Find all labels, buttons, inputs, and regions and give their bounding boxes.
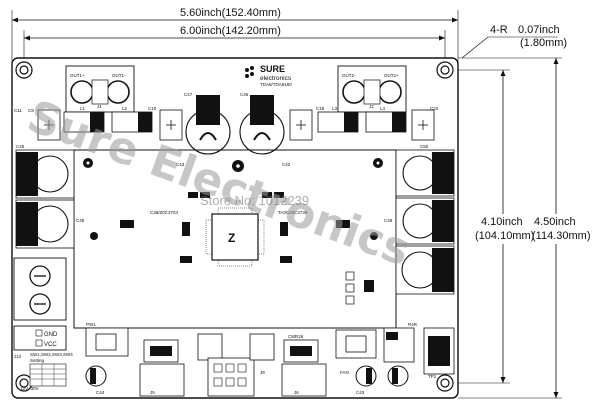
svg-text:C9: C9 <box>28 108 34 113</box>
svg-text:OUT1-: OUT1- <box>112 73 126 78</box>
power-terminal-left <box>13 257 67 321</box>
disc-markers <box>83 158 383 240</box>
smd-parts <box>120 192 374 305</box>
svg-text:OUT1+: OUT1+ <box>70 73 85 78</box>
svg-text:C10: C10 <box>148 106 157 111</box>
svg-text:Setting: Setting <box>30 358 45 363</box>
svg-text:J12: J12 <box>14 354 22 359</box>
hole-label-3: (1.80mm) <box>520 37 567 49</box>
svg-text:GND: GND <box>44 332 58 338</box>
hole-leader-line <box>461 36 489 59</box>
svg-text:L4: L4 <box>380 106 386 111</box>
svg-text:TA3C25C3736: TA3C25C3736 <box>278 210 308 215</box>
svg-text:C50: C50 <box>420 144 429 149</box>
cap-column-right: C50 C49 <box>384 144 455 295</box>
svg-text:CMR26: CMR26 <box>288 334 304 339</box>
height-outer-label-2: (114.30mm) <box>532 230 590 242</box>
svg-text:C44: C44 <box>96 390 105 395</box>
svg-text:SURE: SURE <box>260 64 285 74</box>
svg-text:R4R: R4R <box>408 322 418 327</box>
watermark-store: Store No: 1012239 <box>200 193 309 208</box>
svg-text:electronics: electronics <box>260 75 292 82</box>
svg-text:C18: C18 <box>316 106 325 111</box>
cap-column-left: C45 C48 <box>15 144 85 249</box>
sure-logo: SURE electronics TDA8/TDA8160 <box>245 64 292 87</box>
hole-label-1: 4-R <box>490 24 508 36</box>
inductor-row-right: C18 L3 L4 C22 <box>289 106 439 141</box>
width-holes-label: 6.00inch(142.20mm) <box>180 25 281 37</box>
svg-text:J5: J5 <box>150 390 155 395</box>
svg-text:TDA8/TDA8160: TDA8/TDA8160 <box>260 82 292 87</box>
svg-text:L3: L3 <box>332 106 338 111</box>
height-outer-label-1: 4.50inch <box>534 216 576 228</box>
svg-text:12V~30V: 12V~30V <box>20 386 39 391</box>
svg-text:C49: C49 <box>384 218 393 223</box>
cap-c46: C46 <box>239 92 285 155</box>
svg-text:C38/Z0C3704: C38/Z0C3704 <box>150 210 179 215</box>
arrow-up-1 <box>500 70 506 76</box>
svg-text:C46: C46 <box>240 92 249 97</box>
terminal-j2: OUT2- OUT2+ J2 <box>337 65 407 113</box>
height-label-bg <box>476 214 600 244</box>
arrow-right-2 <box>439 35 445 41</box>
arrow-down-2 <box>553 392 559 398</box>
mount-hole-bl <box>15 374 33 392</box>
svg-text:SW1,SW2,SW3,SW4: SW1,SW2,SW3,SW4 <box>30 352 73 357</box>
mount-hole-tr <box>436 61 454 79</box>
height-inner-label-2: (104.10mm) <box>475 230 534 242</box>
svg-text:C43: C43 <box>356 390 365 395</box>
svg-text:FAN: FAN <box>340 370 349 375</box>
gnd-vcc-block: GND VCC <box>13 325 67 351</box>
svg-text:C45: C45 <box>16 144 25 149</box>
svg-text:C47: C47 <box>184 92 193 97</box>
svg-text:OUT2+: OUT2+ <box>384 73 399 78</box>
svg-text:PW1: PW1 <box>86 322 96 327</box>
svg-text:VCC: VCC <box>44 342 57 348</box>
svg-text:TP1: TP1 <box>428 374 437 379</box>
height-inner-label-1: 4.10inch <box>481 216 523 228</box>
arrow-left-2 <box>24 35 30 41</box>
arrow-up-2 <box>553 58 559 64</box>
cap-c47: C47 <box>184 92 231 155</box>
svg-text:Z: Z <box>228 231 235 245</box>
label-c43-top: C43 <box>176 162 185 167</box>
switch-settings: SW1,SW2,SW3,SW4 Setting J12 12V~30V <box>14 352 73 391</box>
bottom-components: PW1 C44 J5 J9 CMR26 J6 FAN C43 R4 <box>85 322 455 397</box>
inductor-row-left: C9 L1 L2 C10 <box>28 106 183 141</box>
svg-text:J2: J2 <box>369 104 374 109</box>
width-outer-label: 5.60inch(152.40mm) <box>180 7 281 19</box>
svg-text:J6: J6 <box>294 390 299 395</box>
svg-text:OUT2-: OUT2- <box>342 73 356 78</box>
svg-text:C22: C22 <box>430 106 439 111</box>
main-ic: Z C38/Z0C3704 TA3C25C3736 <box>150 207 308 267</box>
svg-text:J1: J1 <box>97 104 102 109</box>
label-c42-top: C42 <box>282 162 291 167</box>
arrow-down-1 <box>500 377 506 383</box>
terminal-j1: OUT1+ OUT1- J1 <box>65 65 135 113</box>
mount-hole-br <box>436 374 454 392</box>
arrow-right-1 <box>452 17 458 23</box>
svg-text:J9: J9 <box>260 370 265 375</box>
svg-text:L2: L2 <box>122 106 128 111</box>
svg-text:C48: C48 <box>76 218 85 223</box>
mount-hole-tl <box>15 61 33 79</box>
svg-text:L1: L1 <box>80 106 86 111</box>
hole-label-2: 0.07inch <box>518 24 560 36</box>
label-c11: C11 <box>14 108 22 113</box>
arrow-left-1 <box>12 17 18 23</box>
